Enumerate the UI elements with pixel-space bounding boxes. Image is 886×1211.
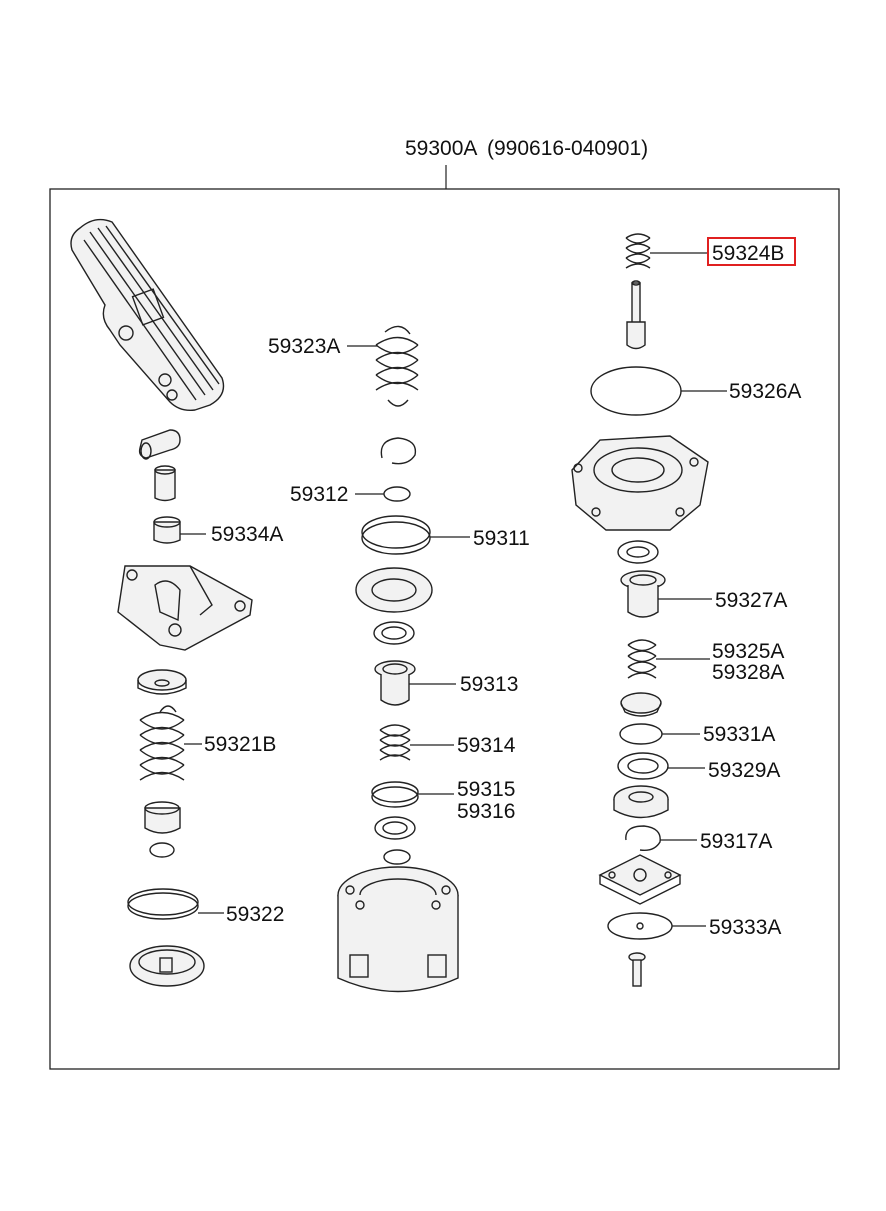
spring-59325a-part — [627, 639, 657, 679]
pedal-pad-part — [70, 218, 225, 412]
retainer-part — [144, 801, 181, 834]
spring-59321b-part — [139, 705, 185, 781]
washer-right-part — [617, 540, 659, 564]
callout-59334a[interactable]: 59334A — [211, 523, 283, 546]
callout-59326a[interactable]: 59326A — [729, 380, 801, 403]
assembly-number[interactable]: 59300A — [405, 137, 477, 160]
cap-part — [129, 945, 205, 987]
callout-59327a[interactable]: 59327A — [715, 589, 787, 612]
callout-59322[interactable]: 59322 — [226, 903, 284, 926]
oring-59331a-part — [619, 723, 663, 745]
valve-seat-part — [620, 692, 662, 717]
valve-body-part — [337, 866, 459, 993]
push-rod-part — [626, 280, 646, 350]
highlight-box — [707, 237, 796, 266]
callout-59333a[interactable]: 59333A — [709, 916, 781, 939]
callout-59324b[interactable]: 59324B — [712, 242, 784, 265]
snap-ring-59317a-part — [625, 825, 661, 852]
small-washer-part — [149, 842, 175, 858]
piston-59313-part — [374, 660, 416, 706]
callout-59317a[interactable]: 59317A — [700, 830, 772, 853]
oring-59326a-part — [590, 366, 682, 416]
lower-seat-part — [613, 785, 669, 819]
callout-59331a[interactable]: 59331A — [703, 723, 775, 746]
callout-59314[interactable]: 59314 — [457, 734, 516, 757]
leader-lines — [180, 252, 727, 927]
spring-seat-part — [137, 669, 187, 695]
callout-59325a[interactable]: 59325A — [712, 640, 784, 663]
callout-59315[interactable]: 59315 — [457, 778, 515, 801]
spring-59324b-part — [625, 233, 651, 269]
ring-59329a-part — [617, 752, 669, 780]
callout-59312[interactable]: 59312 — [290, 483, 348, 506]
oring-59312-part — [383, 486, 411, 502]
spring-59314-part — [379, 724, 411, 761]
pin-part — [138, 429, 181, 460]
callout-59328a[interactable]: 59328A — [712, 661, 784, 684]
assembly-frame — [49, 188, 840, 1070]
mounting-plate-part — [598, 854, 682, 905]
callout-59313[interactable]: 59313 — [460, 673, 518, 696]
callout-59316[interactable]: 59316 — [457, 800, 515, 823]
washer-middle-part — [373, 621, 415, 645]
callout-59321b[interactable]: 59321B — [204, 733, 276, 756]
assembly-date-range: (990616-040901) — [487, 137, 648, 160]
spring-59323a-part — [375, 325, 419, 407]
gasket-59333a-part — [607, 912, 673, 940]
seal-59311-part — [361, 515, 431, 555]
washer-lower-part — [374, 816, 416, 840]
ring-59322-part — [127, 888, 199, 920]
small-ring-part — [383, 849, 411, 865]
bushing-59334a-part — [153, 516, 181, 544]
large-washer-part — [355, 567, 433, 613]
callout-59329a[interactable]: 59329A — [708, 759, 780, 782]
bushing-part — [154, 465, 176, 502]
upper-housing-part — [571, 435, 709, 531]
bolt-part — [628, 952, 646, 987]
piston-59327a-part — [620, 570, 666, 618]
callout-59323a[interactable]: 59323A — [268, 335, 340, 358]
snap-ring-part — [380, 437, 417, 465]
callout-59311[interactable]: 59311 — [473, 527, 530, 550]
pedal-bracket-part — [117, 565, 253, 651]
seal-59315-part — [371, 781, 419, 808]
